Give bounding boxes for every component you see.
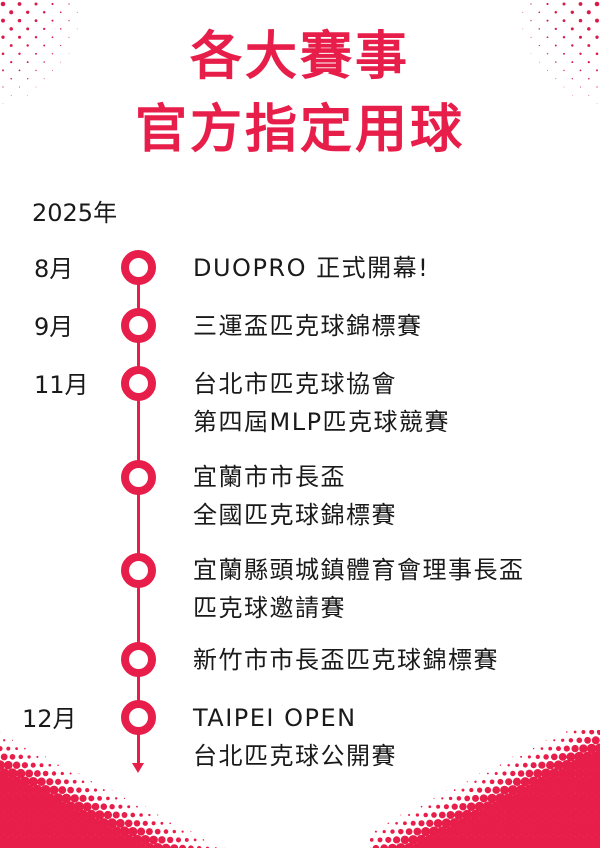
timeline-node-icon — [121, 308, 156, 343]
event-line: 台北匹克球公開賽 — [193, 742, 397, 770]
event-line: 三運盃匹克球錦標賽 — [193, 312, 423, 340]
event-line: 台北市匹克球協會 — [193, 370, 397, 398]
timeline-node-icon — [121, 553, 156, 588]
timeline-event: TAIPEI OPEN 台北匹克球公開賽 — [193, 699, 397, 775]
event-line: TAIPEI OPEN — [193, 704, 357, 732]
timeline-event: 台北市匹克球協會 第四屆MLP匹克球競賽 — [193, 365, 450, 441]
arrow-down-icon — [132, 763, 144, 773]
halftone-dots-bottom-right-icon — [370, 730, 600, 848]
year-label: 2025年 — [32, 199, 118, 227]
timeline-event: DUOPRO 正式開幕! — [193, 249, 429, 287]
timeline-event: 宜蘭縣頭城鎮體育會理事長盃 匹克球邀請賽 — [193, 551, 525, 627]
event-line: 第四屆MLP匹克球競賽 — [193, 408, 451, 436]
timeline-node-icon — [121, 642, 156, 677]
month-label: 12月 — [22, 705, 77, 733]
timeline-node-icon — [121, 366, 156, 401]
timeline-node-icon — [121, 700, 156, 735]
month-label: 9月 — [34, 313, 74, 341]
timeline-event: 新竹市市長盃匹克球錦標賽 — [193, 641, 499, 679]
event-line: 新竹市市長盃匹克球錦標賽 — [193, 646, 499, 674]
timeline-event: 三運盃匹克球錦標賽 — [193, 307, 423, 345]
timeline-node-icon — [121, 250, 156, 285]
page-title-line-2: 官方指定用球 — [134, 100, 465, 160]
event-line: DUOPRO 正式開幕! — [193, 254, 430, 282]
timeline-event: 宜蘭市市長盃 全國匹克球錦標賽 — [193, 458, 397, 534]
event-line: 宜蘭縣頭城鎮體育會理事長盃 — [193, 556, 525, 584]
event-line: 匹克球邀請賽 — [193, 594, 346, 622]
month-label: 8月 — [34, 255, 74, 283]
page-title-line-1: 各大賽事 — [189, 27, 410, 87]
event-line: 宜蘭市市長盃 — [193, 463, 346, 491]
timeline-line — [136, 268, 140, 765]
timeline-node-icon — [121, 460, 156, 495]
month-label: 11月 — [34, 371, 89, 399]
event-line: 全國匹克球錦標賽 — [193, 501, 397, 529]
